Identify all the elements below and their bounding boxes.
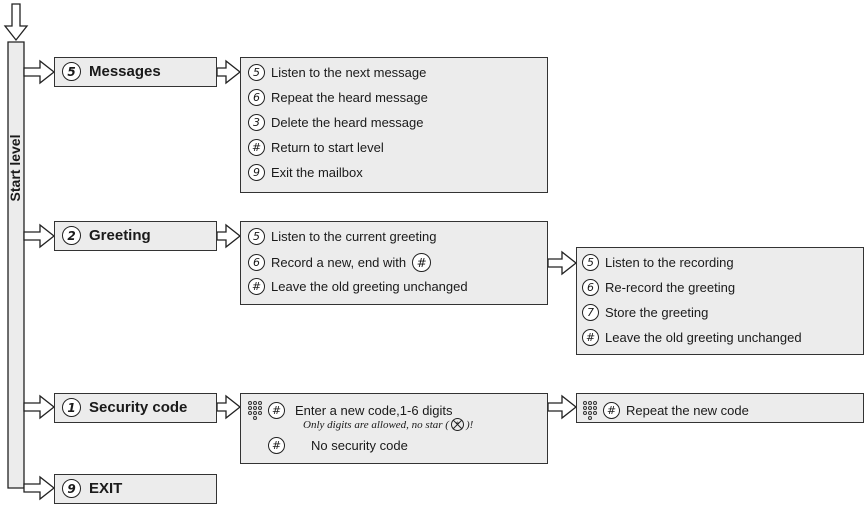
option-row[interactable]: 7 Store the greeting — [582, 304, 708, 321]
repeat-code-box — [576, 393, 864, 423]
branch-arrow-messages — [23, 59, 56, 85]
menu-messages[interactable] — [54, 57, 217, 87]
key-hash-icon: # — [248, 139, 265, 156]
option-row[interactable]: 5 Listen to the next message — [248, 64, 426, 81]
option-row[interactable]: # Leave the old greeting unchanged — [248, 278, 468, 295]
keypad-icon — [583, 401, 597, 420]
start-level-text: Start level — [7, 134, 23, 202]
key-6-icon: 6 — [248, 254, 265, 271]
option-row[interactable]: 6 Record a new, end with # — [248, 253, 432, 272]
menu-exit[interactable] — [54, 474, 217, 504]
no-star-icon: * — [450, 418, 464, 431]
option-text: Re-record the greeting — [605, 280, 736, 295]
arrow-security-box — [216, 394, 242, 420]
key-hash-icon: # — [268, 437, 285, 454]
key-3-icon: 3 — [248, 114, 265, 131]
key-hash-icon: # — [268, 402, 285, 419]
option-text: Listen to the next message — [271, 65, 427, 80]
start-level-rail — [7, 41, 25, 489]
menu-greeting[interactable] — [54, 221, 217, 251]
key-5-icon: 5 — [582, 254, 599, 271]
arrow-messages-box — [216, 59, 242, 85]
key-5-icon: 5 — [248, 64, 265, 81]
arrow-greeting-box — [216, 223, 242, 249]
option-row[interactable]: 6 Repeat the heard message — [248, 89, 428, 106]
option-text: Store the greeting — [605, 305, 709, 320]
arrow-repeat-box — [547, 394, 578, 420]
option-text: No security code — [311, 438, 408, 453]
option-row[interactable]: # Repeat the new code — [583, 401, 749, 420]
key-hash-icon: # — [603, 402, 620, 419]
branch-arrow-greeting — [23, 223, 56, 249]
option-row[interactable]: # Enter a new code,1-6 digits — [248, 401, 453, 420]
key-5-icon: 5 — [62, 62, 81, 81]
key-9-icon: 9 — [62, 479, 81, 498]
branch-arrow-exit — [23, 475, 56, 501]
key-hash-icon: # — [582, 329, 599, 346]
menu-label: EXIT — [89, 480, 123, 497]
option-row[interactable]: 3 Delete the heard message — [248, 114, 423, 131]
option-row[interactable]: # Leave the old greeting unchanged — [582, 329, 802, 346]
option-text: Repeat the new code — [626, 403, 749, 418]
key-6-icon: 6 — [248, 89, 265, 106]
menu-exit-label: 9 EXIT — [62, 479, 122, 498]
key-5-icon: 5 — [248, 228, 265, 245]
key-9-icon: 9 — [248, 164, 265, 181]
menu-label: Security code — [89, 399, 188, 416]
option-row[interactable]: 5 Listen to the recording — [582, 254, 734, 271]
menu-messages-label: 5 Messages — [62, 62, 161, 81]
key-1-icon: 1 — [62, 398, 81, 417]
key-7-icon: 7 — [582, 304, 599, 321]
greeting-options-box — [240, 221, 548, 305]
key-hash-icon: # — [248, 278, 265, 295]
key-hash-icon: # — [412, 253, 432, 272]
option-text: Exit the mailbox — [271, 165, 363, 180]
option-text: Leave the old greeting unchanged — [271, 279, 468, 294]
option-text: Enter a new code,1-6 digits — [295, 403, 453, 418]
option-text: Record a new, end with — [271, 255, 407, 270]
option-row[interactable]: 5 Listen to the current greeting — [248, 228, 437, 245]
option-row[interactable]: 9 Exit the mailbox — [248, 164, 363, 181]
option-row[interactable]: # Return to start level — [248, 139, 384, 156]
menu-label: Greeting — [89, 227, 151, 244]
option-text: Delete the heard message — [271, 115, 424, 130]
option-text: Return to start level — [271, 140, 384, 155]
note-text: Only digits are allowed, no star ( — [303, 418, 449, 431]
option-row[interactable]: # No security code — [268, 437, 408, 454]
branch-arrow-security — [23, 394, 56, 420]
keypad-icon — [248, 401, 262, 420]
menu-security-label: 1 Security code — [62, 398, 187, 417]
option-text: Repeat the heard message — [271, 90, 428, 105]
recording-options-box — [576, 247, 864, 355]
option-text: Listen to the recording — [605, 255, 734, 270]
option-text: Leave the old greeting unchanged — [605, 330, 802, 345]
option-row[interactable]: 6 Re-record the greeting — [582, 279, 735, 296]
entry-arrow-icon — [3, 3, 29, 42]
start-level-label: Start level — [6, 128, 24, 208]
option-text: Listen to the current greeting — [271, 229, 437, 244]
security-note: Only digits are allowed, no star ( * )! — [303, 418, 473, 431]
menu-label: Messages — [89, 63, 161, 80]
menu-greeting-label: 2 Greeting — [62, 226, 151, 245]
note-end: )! — [465, 418, 474, 431]
key-2-icon: 2 — [62, 226, 81, 245]
messages-options-box — [240, 57, 548, 193]
security-options-box — [240, 393, 548, 464]
arrow-recording-box — [547, 250, 578, 276]
key-6-icon: 6 — [582, 279, 599, 296]
menu-security-code[interactable] — [54, 393, 217, 423]
